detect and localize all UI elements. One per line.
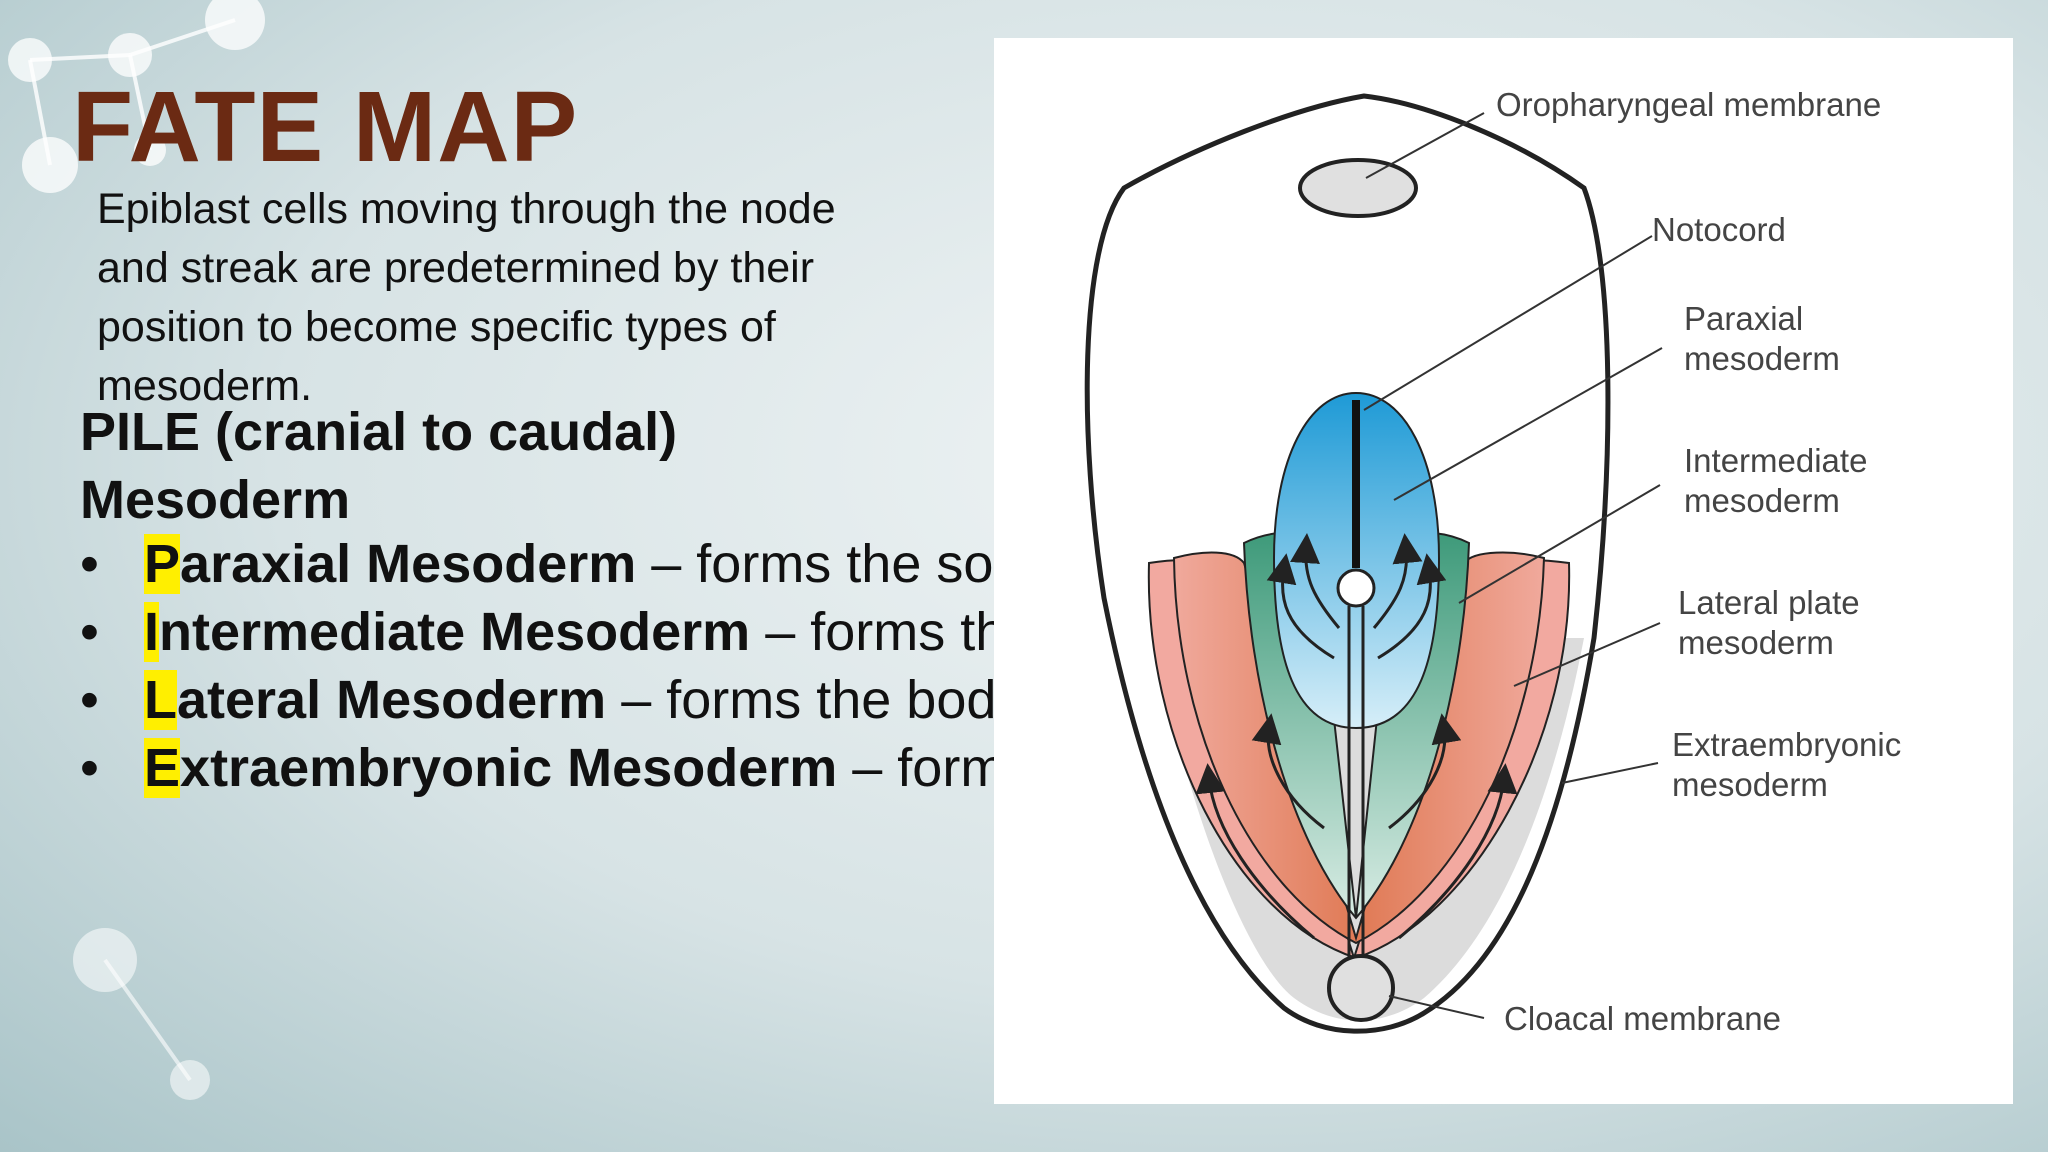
pile-heading: PILE (cranial to caudal) Mesoderm	[80, 398, 677, 534]
label-lateral-line2: mesoderm	[1678, 624, 1834, 661]
label-paraxial-line1: Paraxial	[1684, 300, 1803, 337]
slide-title: FATE MAP	[72, 71, 579, 183]
pile-heading-line1: PILE (cranial to caudal)	[80, 402, 678, 462]
term-name: xtraembryonic Mesoderm	[180, 738, 838, 798]
pile-heading-line2: Mesoderm	[80, 470, 351, 530]
cloacal-membrane	[1327, 954, 1395, 1022]
intro-paragraph: Epiblast cells moving through the node a…	[97, 185, 836, 410]
bullet: •	[80, 534, 99, 594]
term-name: ntermediate Mesoderm	[159, 602, 751, 662]
label-intermediate-line2: mesoderm	[1684, 482, 1840, 519]
term-initial: I	[144, 602, 160, 662]
bullet: •	[80, 602, 99, 662]
molecule-decoration-lower	[73, 928, 210, 1100]
term-initial: L	[144, 670, 177, 730]
term-name: ateral Mesoderm	[177, 670, 607, 730]
oropharyngeal-membrane	[1298, 158, 1418, 218]
label-oropharyngeal-membrane: Oropharyngeal membrane	[1496, 86, 1881, 123]
label-cloacal-membrane: Cloacal membrane	[1504, 1000, 1781, 1037]
bullet: •	[80, 670, 99, 730]
label-extraembryonic-line2: mesoderm	[1672, 766, 1828, 803]
primitive-node	[1336, 568, 1376, 608]
bullet: •	[80, 738, 99, 798]
fate-map-diagram: Oropharyngeal membrane Notocord Paraxial…	[994, 38, 2013, 1104]
label-lateral-line1: Lateral plate	[1678, 584, 1860, 621]
term-initial: P	[144, 534, 181, 594]
term-name: araxial Mesoderm	[180, 534, 637, 594]
molecule-decoration	[8, 0, 265, 193]
term-initial: E	[144, 738, 181, 798]
label-notocord: Notocord	[1652, 211, 1786, 248]
label-paraxial-line2: mesoderm	[1684, 340, 1840, 377]
label-intermediate-line1: Intermediate	[1684, 442, 1867, 479]
label-extraembryonic-line1: Extraembryonic	[1672, 726, 1901, 763]
